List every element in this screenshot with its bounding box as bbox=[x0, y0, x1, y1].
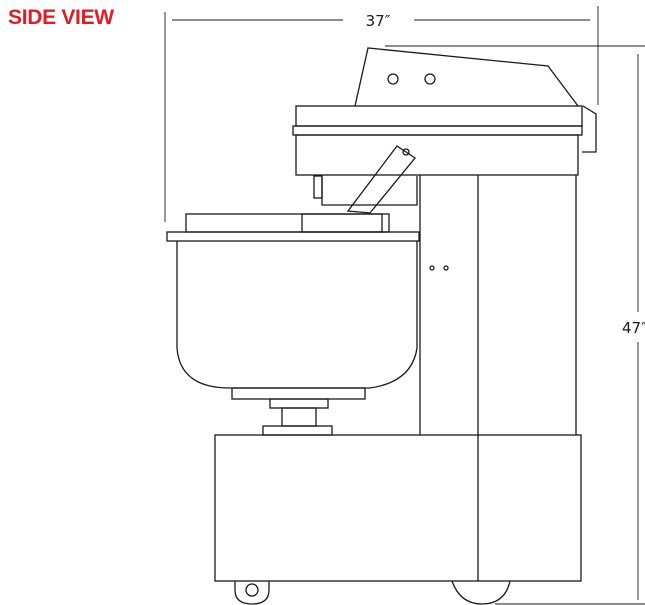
view-title: SIDE VIEW bbox=[8, 6, 114, 29]
height-dimension-label: 47″ bbox=[622, 319, 645, 337]
caster-rear bbox=[451, 580, 511, 605]
caster-front bbox=[234, 581, 270, 605]
mixing-bowl bbox=[176, 241, 418, 400]
control-box bbox=[354, 47, 597, 153]
base bbox=[214, 434, 582, 582]
bowl-drive bbox=[262, 398, 333, 436]
control-knob-left-icon bbox=[387, 73, 399, 85]
lever-arm bbox=[346, 145, 416, 214]
width-dimension: 37″ bbox=[164, 6, 599, 222]
bowl-lid bbox=[166, 213, 420, 242]
column bbox=[419, 175, 577, 435]
control-knob-right-icon bbox=[424, 73, 436, 85]
width-dimension-label: 37″ bbox=[366, 12, 391, 30]
mixer-head bbox=[292, 105, 583, 206]
height-dimension: 47″ bbox=[385, 45, 645, 605]
